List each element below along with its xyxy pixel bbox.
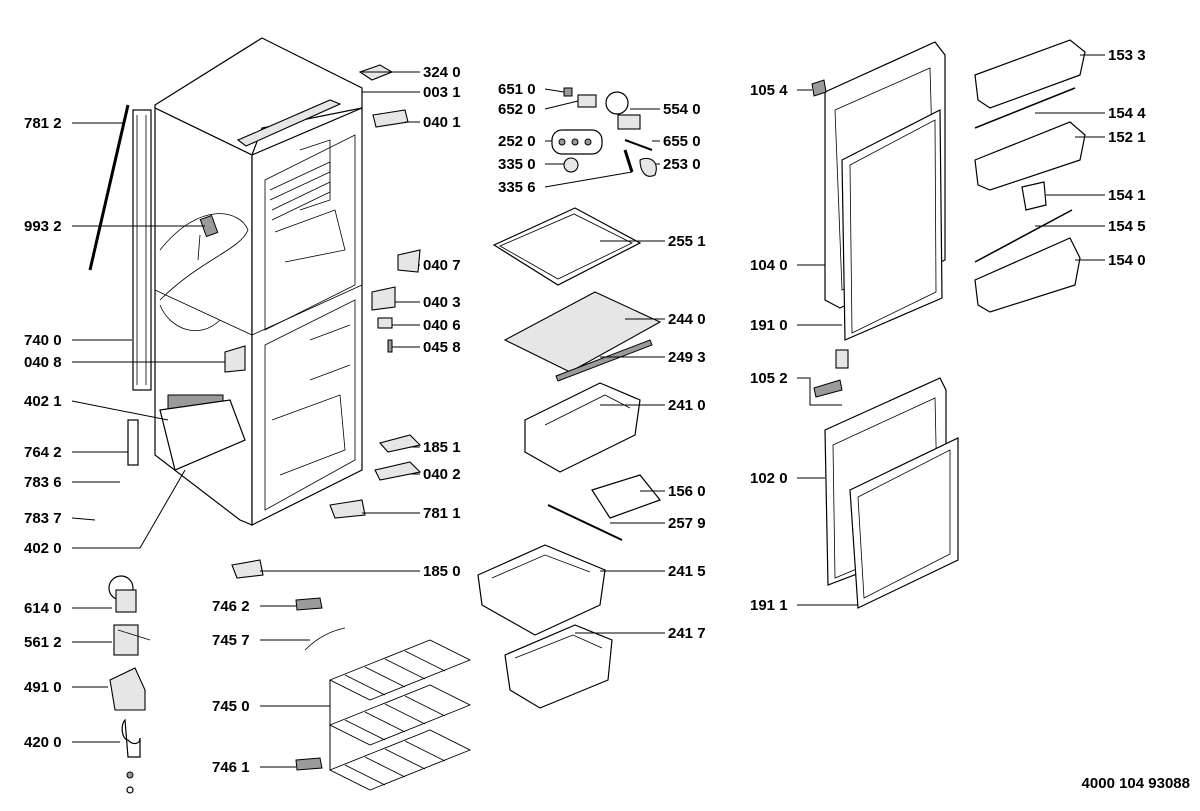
label-335-6: 335 6: [498, 179, 536, 196]
label-324-0: 324 0: [423, 64, 461, 81]
thermostat-control: [551, 87, 657, 177]
fridge-door: [813, 349, 959, 609]
label-252-0: 252 0: [498, 133, 536, 150]
electrical-components: [108, 575, 151, 794]
label-152-1: 152 1: [1108, 129, 1146, 146]
label-040-7: 040 7: [423, 257, 461, 274]
label-241-0: 241 0: [668, 397, 706, 414]
door-shelves: [974, 39, 1086, 313]
label-781-2: 781 2: [24, 115, 62, 132]
label-040-1: 040 1: [423, 114, 461, 131]
label-241-7: 241 7: [668, 625, 706, 642]
label-105-2: 105 2: [750, 370, 788, 387]
label-746-1: 746 1: [212, 759, 250, 776]
label-154-5: 154 5: [1108, 218, 1146, 235]
freezer-wire-shelves: [304, 627, 472, 791]
label-241-5: 241 5: [668, 563, 706, 580]
label-651-0: 651 0: [498, 81, 536, 98]
label-105-4: 105 4: [750, 82, 788, 99]
label-045-8: 045 8: [423, 339, 461, 356]
label-154-1: 154 1: [1108, 187, 1146, 204]
label-244-0: 244 0: [668, 311, 706, 328]
label-040-3: 040 3: [423, 294, 461, 311]
label-154-0: 154 0: [1108, 252, 1146, 269]
label-745-0: 745 0: [212, 698, 250, 715]
label-993-2: 993 2: [24, 218, 62, 235]
label-253-0: 253 0: [663, 156, 701, 173]
crisper-drawers: [477, 382, 661, 709]
label-102-0: 102 0: [750, 470, 788, 487]
label-185-1: 185 1: [423, 439, 461, 456]
label-783-6: 783 6: [24, 474, 62, 491]
label-781-1: 781 1: [423, 505, 461, 522]
label-402-0: 402 0: [24, 540, 62, 557]
label-154-4: 154 4: [1108, 105, 1146, 122]
label-491-0: 491 0: [24, 679, 62, 696]
label-554-0: 554 0: [663, 101, 701, 118]
label-561-2: 561 2: [24, 634, 62, 651]
label-652-0: 652 0: [498, 101, 536, 118]
leader-lines: [71, 54, 1105, 768]
label-040-6: 040 6: [423, 317, 461, 334]
condenser: [88, 104, 152, 391]
label-153-3: 153 3: [1108, 47, 1146, 64]
label-655-0: 655 0: [663, 133, 701, 150]
label-335-0: 335 0: [498, 156, 536, 173]
label-257-9: 257 9: [668, 515, 706, 532]
label-740-0: 740 0: [24, 332, 62, 349]
label-783-7: 783 7: [24, 510, 62, 527]
label-614-0: 614 0: [24, 600, 62, 617]
label-104-0: 104 0: [750, 257, 788, 274]
label-185-0: 185 0: [423, 563, 461, 580]
glass-shelves: [492, 207, 662, 382]
label-420-0: 420 0: [24, 734, 62, 751]
brackets: [224, 64, 422, 771]
label-003-1: 003 1: [423, 84, 461, 101]
label-040-8: 040 8: [24, 354, 62, 371]
label-040-2: 040 2: [423, 466, 461, 483]
label-191-0: 191 0: [750, 317, 788, 334]
label-156-0: 156 0: [668, 483, 706, 500]
label-746-2: 746 2: [212, 598, 250, 615]
label-402-1: 402 1: [24, 393, 62, 410]
part-labels: 781 2 993 2 740 0 040 8 402 1 764 2 783 …: [24, 47, 1190, 792]
label-249-3: 249 3: [668, 349, 706, 366]
label-764-2: 764 2: [24, 444, 62, 461]
thermostat-sensor: [197, 214, 219, 261]
freezer-door: [811, 41, 946, 341]
document-number: 4000 104 93088: [1082, 775, 1190, 792]
compressor: [127, 394, 246, 471]
label-255-1: 255 1: [668, 233, 706, 250]
label-191-1: 191 1: [750, 597, 788, 614]
label-745-7: 745 7: [212, 632, 250, 649]
